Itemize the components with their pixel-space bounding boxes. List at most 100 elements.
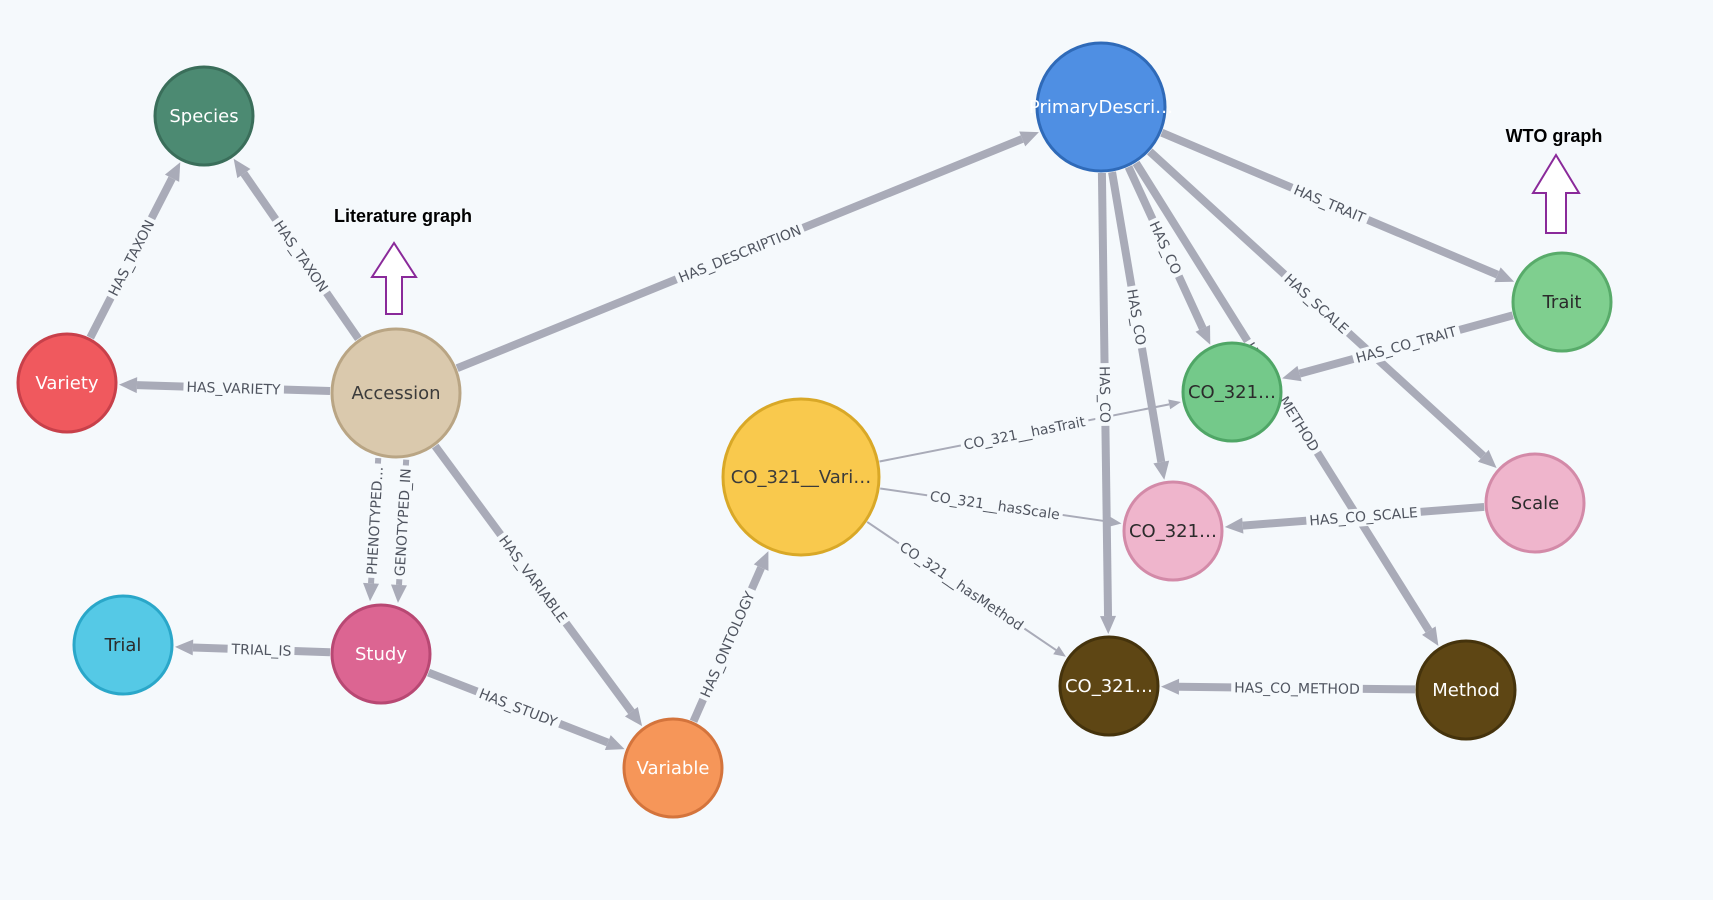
- edge-label-text: HAS_TRAIT: [1291, 182, 1368, 227]
- node-circle: [1181, 341, 1283, 443]
- edge-label-bg: [183, 378, 285, 400]
- node-comethod[interactable]: CO_321…: [1058, 635, 1160, 737]
- node-label: Method: [1432, 680, 1500, 701]
- edge-label: HAS_TAXON: [267, 214, 334, 299]
- arrowhead-icon: [1224, 517, 1244, 534]
- arrowhead-icon: [753, 551, 769, 571]
- edge-label: HAS_VARIETY: [183, 378, 285, 400]
- edge-label-text: GENOTYPED_IN: [393, 468, 415, 577]
- node-label: CO_321__Vari…: [731, 467, 871, 488]
- arrowhead-icon: [118, 377, 138, 394]
- node-species[interactable]: Species: [153, 65, 255, 167]
- edge-label-text: HAS_ONTOLOGY: [698, 589, 759, 700]
- arrowhead-icon: [174, 639, 194, 656]
- node-circle: [330, 603, 432, 705]
- edge-label-text: TRIAL_IS: [230, 642, 291, 660]
- node-circle: [1511, 251, 1613, 353]
- edge-label-text: HAS_TAXON: [106, 218, 158, 299]
- edge-label-bg: [227, 640, 295, 661]
- wto-graph-label: WTO graph: [1506, 126, 1603, 146]
- node-label: Variety: [35, 373, 98, 394]
- edge-label: HAS_VARIABLE: [492, 529, 573, 630]
- edge-label: HAS_DESCRIPTION: [673, 220, 807, 289]
- node-label: Trait: [1542, 292, 1582, 313]
- node-coscale[interactable]: CO_321…: [1122, 480, 1224, 582]
- edge-label: HAS_SCALE: [1277, 268, 1355, 341]
- arrowhead-icon: [1494, 267, 1515, 283]
- edge-label-text: HAS_CO_TRAIT: [1354, 324, 1459, 367]
- node-method[interactable]: Method: [1415, 639, 1517, 741]
- edge-label-bg: [267, 214, 334, 299]
- edge-label-bg: [1288, 180, 1371, 230]
- node-label: Trial: [104, 635, 142, 656]
- node-circle: [330, 327, 462, 459]
- node-trial[interactable]: Trial: [72, 594, 174, 696]
- edge-label-text: HAS_VARIABLE: [495, 533, 570, 626]
- edge-label-bg: [1143, 215, 1187, 281]
- edge-label-bg: [673, 220, 807, 289]
- node-label: Scale: [1511, 493, 1559, 514]
- edge-label-bg: [1277, 268, 1355, 341]
- node-label: CO_321…: [1065, 676, 1153, 697]
- edge-label-bg: [893, 536, 1029, 637]
- arrowhead-icon: [1168, 399, 1181, 410]
- node-study[interactable]: Study: [330, 603, 432, 705]
- node-variety[interactable]: Variety: [16, 332, 118, 434]
- edge-label-text: HAS_STUDY: [477, 686, 560, 731]
- node-covar[interactable]: CO_321__Vari…: [721, 397, 881, 557]
- literature-graph-annotation: Literature graph: [334, 206, 472, 315]
- arrowhead-icon: [164, 162, 181, 182]
- edge-label: HAS_CO_METHOD: [1231, 679, 1363, 699]
- node-circle: [72, 594, 174, 696]
- node-label: Species: [169, 106, 238, 127]
- arrowhead-icon: [1477, 449, 1497, 468]
- edge-label: HAS_STUDY: [473, 684, 563, 734]
- edge-label-bg: [925, 487, 1064, 525]
- node-label: Variable: [637, 758, 710, 779]
- edge-label: CO_321__hasScale: [925, 487, 1064, 525]
- node-circle: [1035, 41, 1167, 173]
- edge-label-bg: [1305, 503, 1422, 531]
- arrowhead-icon: [624, 706, 643, 727]
- edge-label-text: PHENOTYPED…: [365, 466, 387, 575]
- edge-label-bg: [1231, 679, 1363, 699]
- arrowhead-icon: [1282, 365, 1302, 382]
- arrowhead-icon: [1053, 645, 1066, 657]
- edge-label-bg: [1094, 362, 1114, 427]
- edge-label: HAS_TRAIT: [1288, 180, 1371, 230]
- edge-label: TRIAL_IS: [227, 640, 295, 661]
- arrowhead-icon: [604, 735, 625, 750]
- edge-label-bg: [492, 529, 573, 630]
- node-cotrait[interactable]: CO_321…: [1181, 341, 1283, 443]
- up-arrow-icon: [1531, 153, 1581, 234]
- edge-label-text: HAS_DESCRIPTION: [676, 223, 803, 287]
- arrowhead-icon: [1422, 626, 1439, 646]
- edge-label-bg: [391, 464, 416, 580]
- arrowhead-icon: [1019, 131, 1039, 147]
- edge-label-bg: [363, 463, 388, 579]
- edge-label-bg: [1121, 284, 1150, 350]
- node-circle: [1122, 480, 1224, 582]
- up-arrow-icon: [370, 241, 418, 315]
- node-primary[interactable]: PrimaryDescri…: [1029, 41, 1173, 173]
- edge-label-text: HAS_VARIETY: [186, 380, 281, 399]
- node-accession[interactable]: Accession: [330, 327, 462, 459]
- edge-label: CO_321__hasMethod: [893, 536, 1029, 637]
- edge-label: PHENOTYPED…: [363, 463, 388, 579]
- arrowhead-icon: [363, 582, 380, 602]
- edge-label: HAS_CO: [1094, 362, 1114, 427]
- node-circle: [721, 397, 881, 557]
- arrowhead-icon: [1100, 615, 1117, 635]
- edge-label: CO_321__hasTrait: [959, 412, 1091, 456]
- node-circle: [1058, 635, 1160, 737]
- node-variable[interactable]: Variable: [622, 717, 724, 819]
- node-scale[interactable]: Scale: [1484, 452, 1586, 554]
- edge-label-bg: [1351, 322, 1463, 369]
- edge-label-bg: [959, 412, 1091, 456]
- edge-label-bg: [695, 585, 761, 704]
- node-label: Study: [355, 644, 407, 665]
- node-circle: [1484, 452, 1586, 554]
- node-label: CO_321…: [1129, 521, 1217, 542]
- node-trait[interactable]: Trait: [1511, 251, 1613, 353]
- edge-label-text: HAS_CO: [1096, 366, 1113, 423]
